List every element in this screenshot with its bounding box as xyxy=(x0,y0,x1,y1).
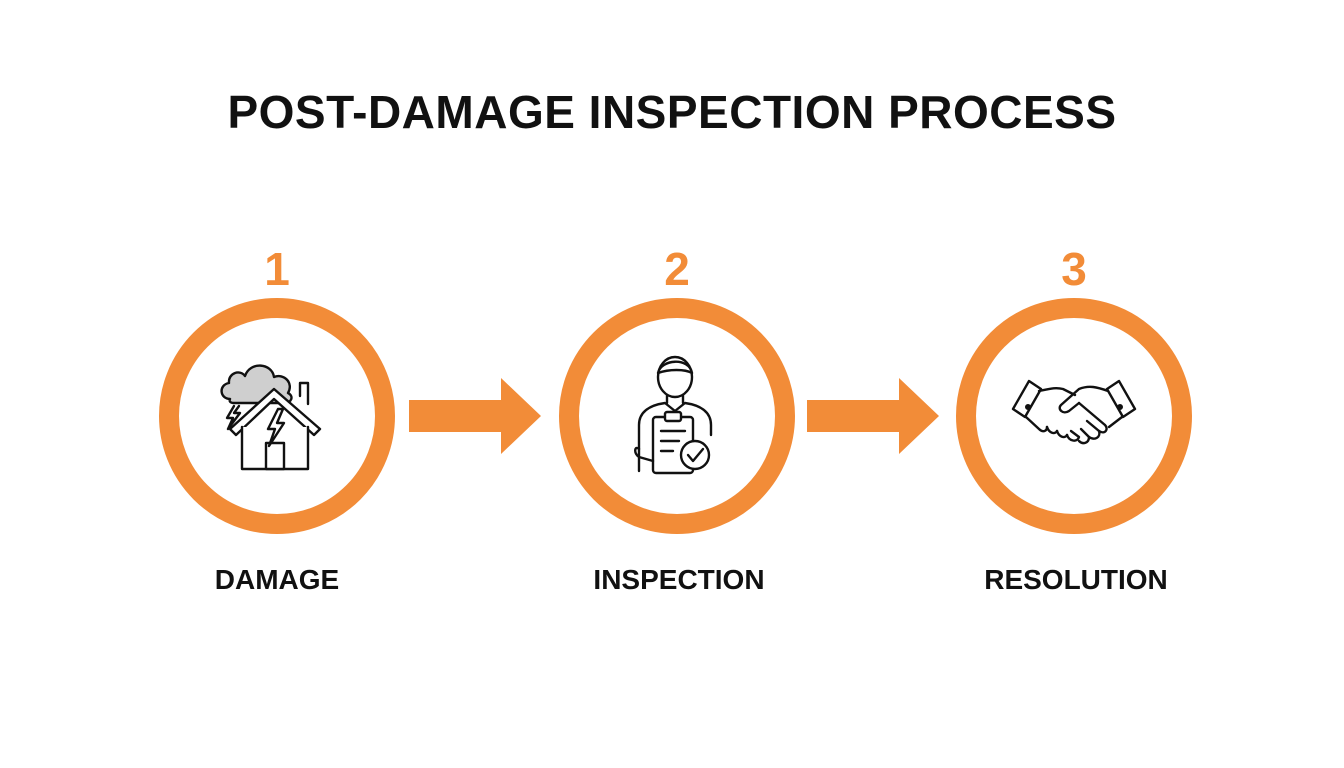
storm-house-icon xyxy=(220,364,322,471)
step-label-inspection: INSPECTION xyxy=(593,564,765,595)
inspector-clipboard-icon xyxy=(634,355,713,475)
step-label-damage: DAMAGE xyxy=(214,564,340,595)
diagram-title: POST-DAMAGE INSPECTION PROCESS xyxy=(227,86,1117,138)
step-circle-inspection xyxy=(559,298,795,534)
step-label-resolution: RESOLUTION xyxy=(984,564,1168,595)
step-number-2: 2 xyxy=(664,243,690,295)
handshake-icon xyxy=(1011,379,1137,445)
step-number-1: 1 xyxy=(264,243,290,295)
step-circle-resolution xyxy=(956,298,1192,534)
step-circle-damage xyxy=(159,298,395,534)
arrow-right-icon xyxy=(807,378,939,454)
step-number-3: 3 xyxy=(1061,243,1087,295)
arrow-right-icon xyxy=(409,378,541,454)
